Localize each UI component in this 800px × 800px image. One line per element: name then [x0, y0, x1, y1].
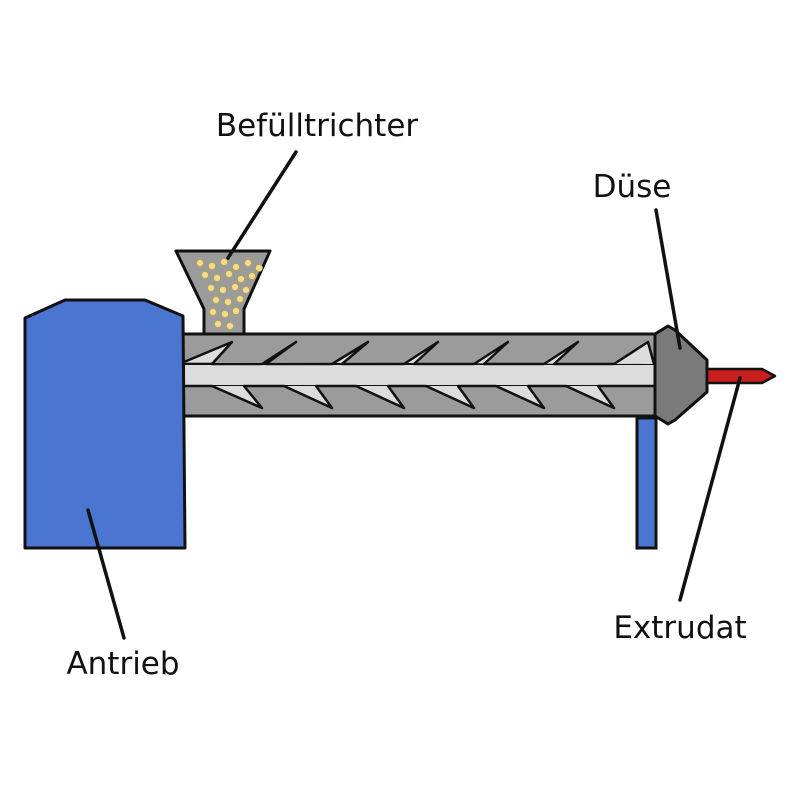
extrudate [705, 367, 777, 385]
label-drive: Antrieb [66, 646, 179, 682]
leader-line-drive [86, 508, 126, 640]
label-hopper: Befülltrichter [216, 108, 419, 144]
screw-core [183, 363, 657, 387]
leader-line-extrudate [678, 376, 742, 602]
nozzle [653, 324, 709, 426]
drive-housing [23, 298, 187, 550]
leader-line-hopper [226, 150, 298, 260]
label-nozzle: Düse [593, 169, 672, 205]
leader-line-nozzle [654, 208, 682, 350]
screw-flights [183, 340, 656, 410]
label-extrudate: Extrudat [613, 610, 746, 646]
support-leg [635, 416, 658, 550]
hopper-pellets [196, 258, 263, 330]
